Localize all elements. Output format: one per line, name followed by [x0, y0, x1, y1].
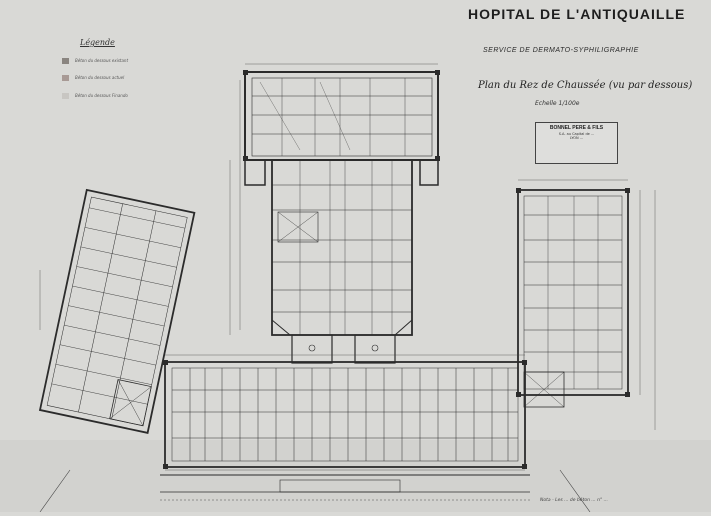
east-wing: [517, 189, 629, 408]
stamp-line-2: S.A. au Capital de ...: [558, 132, 595, 136]
legend-swatch: [62, 58, 69, 64]
stamp-company-name: BONNEL PERE & FILS: [549, 125, 604, 131]
west-wing: [38, 188, 196, 434]
legend-item: Béton du dessous actuel: [62, 75, 124, 81]
legend-title: Légende: [80, 38, 115, 47]
scale-label: Echelle 1/100e: [535, 100, 580, 107]
plan-title: Plan du Rez de Chaussée (vu par dessous): [478, 80, 693, 91]
legend-swatch: [62, 93, 69, 99]
legend-item-label: Béton du dessous Finando: [75, 93, 128, 98]
legend-item: Béton du dessous existant: [62, 58, 128, 64]
stamp-line-3: LYON ...: [569, 136, 584, 140]
legend-item-label: Béton du dessous actuel: [75, 75, 125, 80]
company-stamp: BONNEL PERE & FILS S.A. au Capital de ..…: [535, 122, 618, 164]
footnote: Nota - Les ... de béton ... n° ...: [540, 498, 608, 503]
legend-item-label: Béton du dessous existant: [75, 58, 129, 63]
legend-item: Béton du dessous Finando: [62, 93, 128, 99]
south-wing: [164, 361, 526, 468]
drawing-title: HOPITAL DE L'ANTIQUAILLE: [468, 6, 686, 22]
north-wing-middle: [271, 159, 413, 336]
legend-swatch: [62, 75, 69, 81]
drawing-subtitle: SERVICE DE DERMATO-SYPHILIGRAPHIE: [483, 47, 639, 54]
north-wing-upper: [244, 71, 439, 161]
